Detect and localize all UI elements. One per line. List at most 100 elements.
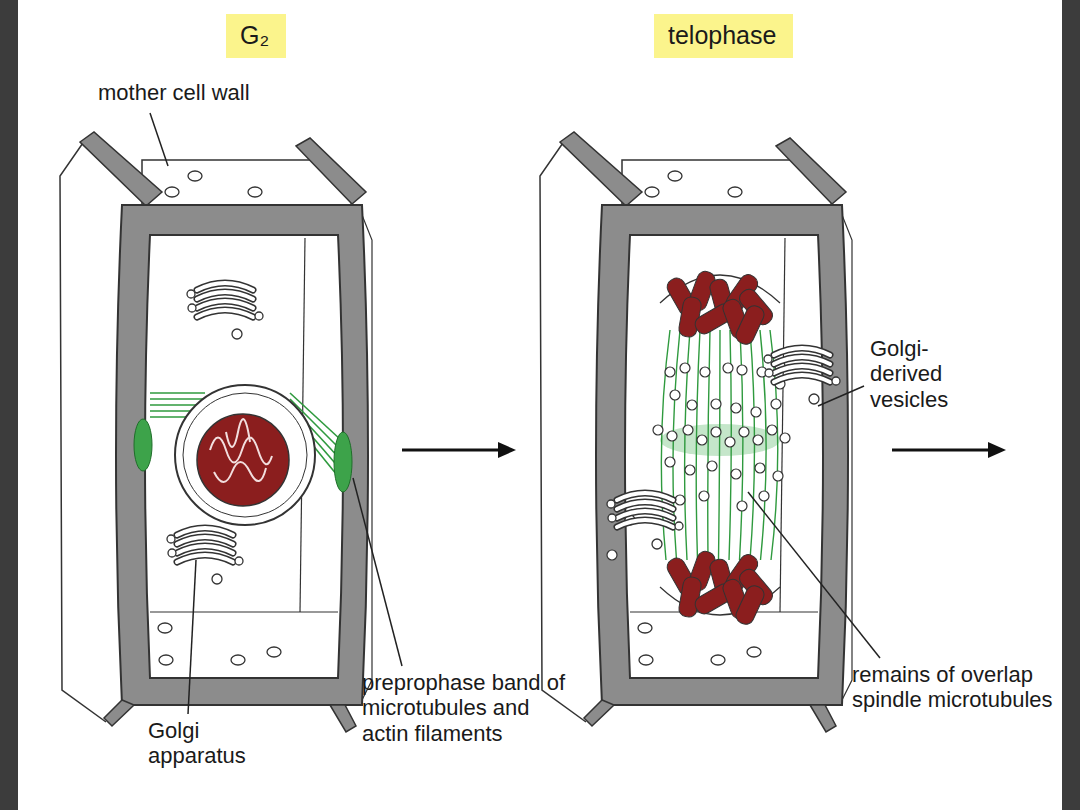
wall-flange (80, 132, 162, 206)
vesicle (670, 390, 680, 400)
stage-arrow (402, 442, 1006, 458)
vesicle (699, 491, 709, 501)
vesicle (737, 365, 747, 375)
plasmodesma (158, 623, 172, 633)
wall-flange (776, 138, 846, 204)
vesicle (751, 407, 761, 417)
vesicle (697, 435, 707, 445)
golgi-stack (774, 375, 830, 382)
chromosome (733, 303, 766, 347)
vesicle (767, 425, 777, 435)
preprophase-band (134, 419, 152, 471)
chromatin (210, 419, 272, 482)
spindle-microtubule (696, 330, 700, 560)
vesicle (235, 557, 243, 565)
vesicle (753, 435, 763, 445)
golgi-stack (617, 520, 673, 527)
spindle-microtubule (708, 330, 710, 560)
vesicle (675, 522, 683, 530)
wall-leg (584, 700, 614, 726)
vesicle (212, 574, 222, 584)
vesicle (771, 399, 781, 409)
vesicle (731, 469, 741, 479)
part-label: remains of overlap spindle microtubules (852, 662, 1057, 713)
vesicle (739, 427, 749, 437)
golgi-stack (774, 375, 830, 382)
golgi-stack (197, 310, 253, 317)
chromatin (197, 414, 289, 506)
vesicle (167, 535, 175, 543)
vesicle (653, 425, 663, 435)
cell-wall (60, 132, 372, 732)
vesicle (832, 377, 840, 385)
wall-flange (560, 132, 642, 206)
vesicle (723, 363, 733, 373)
side-strip (0, 0, 18, 810)
neighbour-wall (540, 140, 586, 722)
plasmodesma (645, 187, 659, 197)
vesicle (255, 312, 263, 320)
side-strip (1062, 0, 1080, 810)
plasmodesma (159, 655, 173, 665)
vesicle (683, 425, 693, 435)
vesicle (764, 355, 772, 363)
preprophase-band (150, 398, 205, 400)
vesicle (700, 367, 710, 377)
plasmodesma (728, 187, 742, 197)
golgi-stack (177, 555, 233, 562)
part-label: mother cell wall (98, 80, 318, 105)
spindle-microtubule (750, 330, 755, 560)
vesicle (725, 437, 735, 447)
golgi-stack (177, 555, 233, 562)
vesicle (607, 500, 615, 508)
stage-label-box: telophase (654, 14, 793, 58)
golgi-stack (617, 520, 673, 527)
vesicle (731, 403, 741, 413)
plasmodesma (188, 171, 202, 181)
mother-cell-wall (116, 205, 368, 705)
vesicle (711, 399, 721, 409)
wall-leg (104, 700, 134, 726)
wall-leg (810, 705, 836, 732)
part-label: Golgi-derived vesicles (870, 336, 970, 412)
vesicle (759, 491, 769, 501)
part-label: preprophase band of microtubules and act… (362, 670, 567, 746)
vesicle (188, 304, 196, 312)
vesicle (168, 549, 176, 557)
neighbour-wall (60, 140, 106, 722)
plasmodesma (267, 647, 281, 657)
vesicle (765, 369, 773, 377)
nuclear-envelope (183, 393, 307, 517)
preprophase-band (150, 392, 205, 394)
vesicle (773, 471, 783, 481)
plasmodesma (747, 647, 761, 657)
vesicle (711, 427, 721, 437)
vesicle (665, 367, 675, 377)
mother-cell-wall (596, 205, 848, 705)
vesicle (665, 457, 675, 467)
stage-label-box: G₂ (226, 14, 286, 58)
spindle-microtubule (719, 330, 721, 560)
cell-wall (540, 132, 852, 732)
vesicle (667, 431, 677, 441)
preprophase-band (334, 432, 352, 492)
vesicle (680, 363, 690, 373)
nucleus (175, 385, 315, 525)
chromosome (733, 583, 766, 627)
back-edge (780, 238, 785, 612)
vesicle (809, 394, 819, 404)
plasmodesma (711, 655, 725, 665)
vesicle (685, 465, 695, 475)
vesicle (652, 539, 662, 549)
vesicle (755, 463, 765, 473)
vesicle (607, 550, 617, 560)
vesicle (737, 501, 747, 511)
vesicle (780, 433, 790, 443)
vesicle (232, 329, 242, 339)
wall-flange (296, 138, 366, 204)
spindle-microtubule (760, 330, 766, 560)
plasmodesma (165, 187, 179, 197)
plasmodesma (639, 655, 653, 665)
vesicle (707, 461, 717, 471)
golgi-stack (197, 310, 253, 317)
